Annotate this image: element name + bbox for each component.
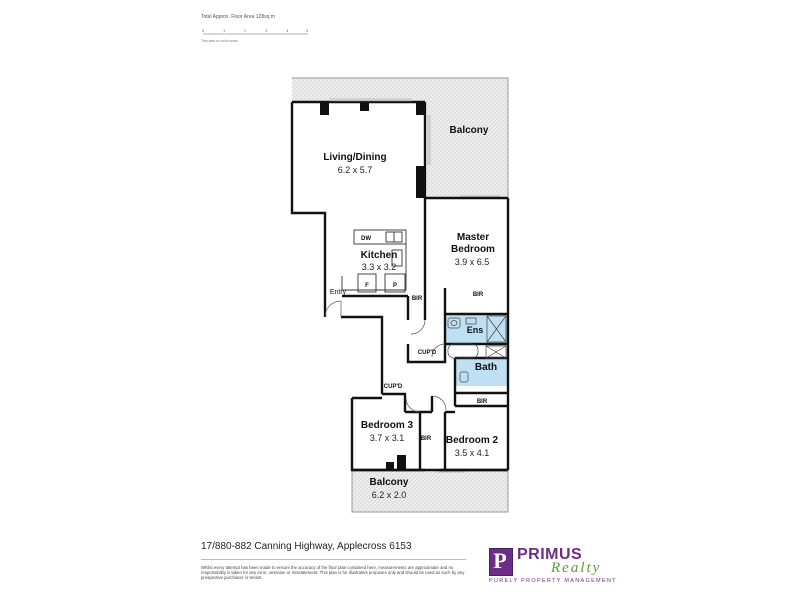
primus-logo-realty: Realty xyxy=(551,560,602,576)
pantry-label: P xyxy=(393,283,397,289)
master-bedroom-dims: 3.9 x 6.5 xyxy=(455,257,490,267)
balcony-bottom-area xyxy=(351,470,509,513)
balcony-top-label: Balcony xyxy=(450,125,489,136)
bir-label-bedroom2: BIR xyxy=(477,399,488,405)
structural-columns xyxy=(320,103,425,471)
dishwasher-label: DW xyxy=(361,236,371,242)
bedroom2-label: Bedroom 2 xyxy=(446,435,499,446)
scale-tick-label: 1 xyxy=(223,29,225,33)
floor-area-text: Total Approx. Floor Area 128sq.m xyxy=(201,14,275,20)
fridge-label: F xyxy=(365,283,369,289)
ensuite-area xyxy=(445,314,508,344)
property-address: 17/880-882 Canning Highway, Applecross 6… xyxy=(201,541,412,552)
footer-divider xyxy=(201,559,466,560)
scale-tick-label: 4 xyxy=(286,29,289,33)
scale-bar: 0 1 2 3 4 5 xyxy=(202,29,308,35)
bir-label-entry: BIR xyxy=(412,296,423,302)
balcony-top-area xyxy=(292,77,509,198)
living-dining-dims: 6.2 x 5.7 xyxy=(338,165,373,175)
bir-label-master: BIR xyxy=(473,292,484,298)
entry-label: Entry xyxy=(330,289,347,296)
bath-label: Bath xyxy=(475,362,497,373)
kitchen-dims: 3.3 x 3.2 xyxy=(362,262,397,272)
balcony-bottom-dims: 6.2 x 2.0 xyxy=(372,490,407,500)
bedroom3-label: Bedroom 3 xyxy=(361,420,414,431)
primus-logo-tagline: PURELY PROPERTY MANAGEMENT xyxy=(489,578,617,584)
master-bedroom-label-line2: Bedroom xyxy=(451,244,495,255)
master-bedroom-label-line1: Master xyxy=(457,232,489,243)
cupboard-label-bedroom3: CUP'D xyxy=(384,384,403,390)
disclaimer-text: Whilst every attempt has been made to en… xyxy=(201,565,465,581)
bathroom-fixtures xyxy=(447,315,507,383)
bedroom2-dims: 3.5 x 4.1 xyxy=(455,448,490,458)
scale-tick-label: 3 xyxy=(265,29,267,33)
living-dining-label: Living/Dining xyxy=(323,152,386,163)
scale-note: This plan is not to scale xyxy=(201,39,238,43)
primus-logo-letter: P xyxy=(493,548,507,573)
ensuite-label: Ens xyxy=(467,325,484,335)
balcony-bottom-label: Balcony xyxy=(370,477,409,488)
kitchen-bench xyxy=(341,229,407,293)
scale-tick-label: 0 xyxy=(202,29,205,33)
primus-logo-wordmark: PRIMUS xyxy=(517,546,583,563)
cupboard-label-hall: CUP'D xyxy=(418,350,437,356)
bedroom3-dims: 3.7 x 3.1 xyxy=(370,433,405,443)
primus-logo-mark xyxy=(489,548,513,576)
sliding-doors xyxy=(330,98,500,473)
scale-tick-label: 2 xyxy=(244,29,246,33)
door-swings xyxy=(324,300,447,413)
kitchen-label: Kitchen xyxy=(361,250,398,261)
bir-label-bedroom3: BIR xyxy=(421,436,432,442)
scale-tick-label: 5 xyxy=(306,29,308,33)
